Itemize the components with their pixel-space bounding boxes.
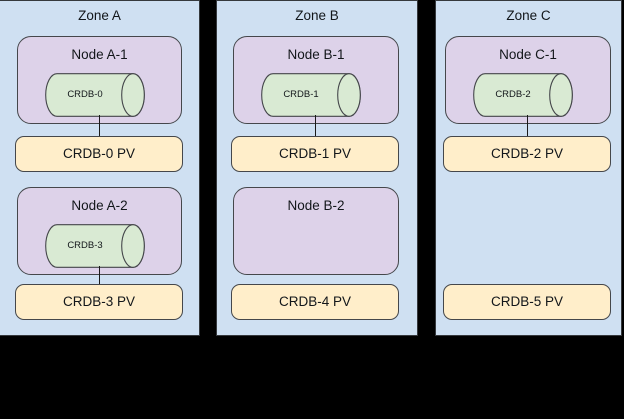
cylinder-icon — [261, 73, 361, 117]
node-a-2-title: Node A-2 — [71, 198, 128, 213]
pod-crdb-2[interactable]: CRDB-2 — [473, 73, 583, 117]
pv-crdb-1[interactable]: CRDB-1 PV — [231, 136, 399, 172]
pod-crdb-1[interactable]: CRDB-1 — [261, 73, 371, 117]
pv-crdb-5-label: CRDB-5 PV — [490, 294, 563, 309]
node-a-1[interactable]: Node A-1 — [17, 36, 182, 124]
zone-b-title: Zone B — [295, 8, 339, 23]
pv-crdb-2[interactable]: CRDB-2 PV — [443, 136, 611, 172]
connector-crdb-1-to-pv — [315, 115, 316, 137]
pod-crdb-0[interactable]: CRDB-0 — [45, 73, 155, 117]
connector-crdb-3-to-pv — [99, 266, 100, 286]
pv-crdb-2-label: CRDB-2 PV — [490, 146, 563, 161]
node-b-1-title: Node B-1 — [287, 47, 345, 62]
pv-crdb-4[interactable]: CRDB-4 PV — [231, 284, 399, 320]
node-b-2[interactable]: Node B-2 — [233, 187, 399, 275]
zone-c-title: Zone C — [506, 8, 551, 23]
pv-crdb-1-label: CRDB-1 PV — [278, 146, 351, 161]
connector-crdb-2-to-pv — [527, 115, 528, 137]
pv-crdb-5[interactable]: CRDB-5 PV — [443, 284, 611, 320]
connector-crdb-0-to-pv — [99, 115, 100, 137]
pod-crdb-3[interactable]: CRDB-3 — [45, 224, 155, 268]
cylinder-icon — [473, 73, 573, 117]
cylinder-icon — [45, 73, 145, 117]
pv-crdb-3[interactable]: CRDB-3 PV — [15, 284, 183, 320]
pv-crdb-4-label: CRDB-4 PV — [278, 294, 351, 309]
pv-crdb-0-label: CRDB-0 PV — [62, 146, 135, 161]
pv-crdb-0[interactable]: CRDB-0 PV — [15, 136, 183, 172]
node-a-1-title: Node A-1 — [71, 47, 128, 62]
cylinder-icon — [45, 224, 145, 268]
zone-a-title: Zone A — [78, 8, 121, 23]
node-b-2-title: Node B-2 — [287, 198, 345, 213]
pv-crdb-3-label: CRDB-3 PV — [62, 294, 135, 309]
node-c-1-title: Node C-1 — [499, 47, 557, 62]
